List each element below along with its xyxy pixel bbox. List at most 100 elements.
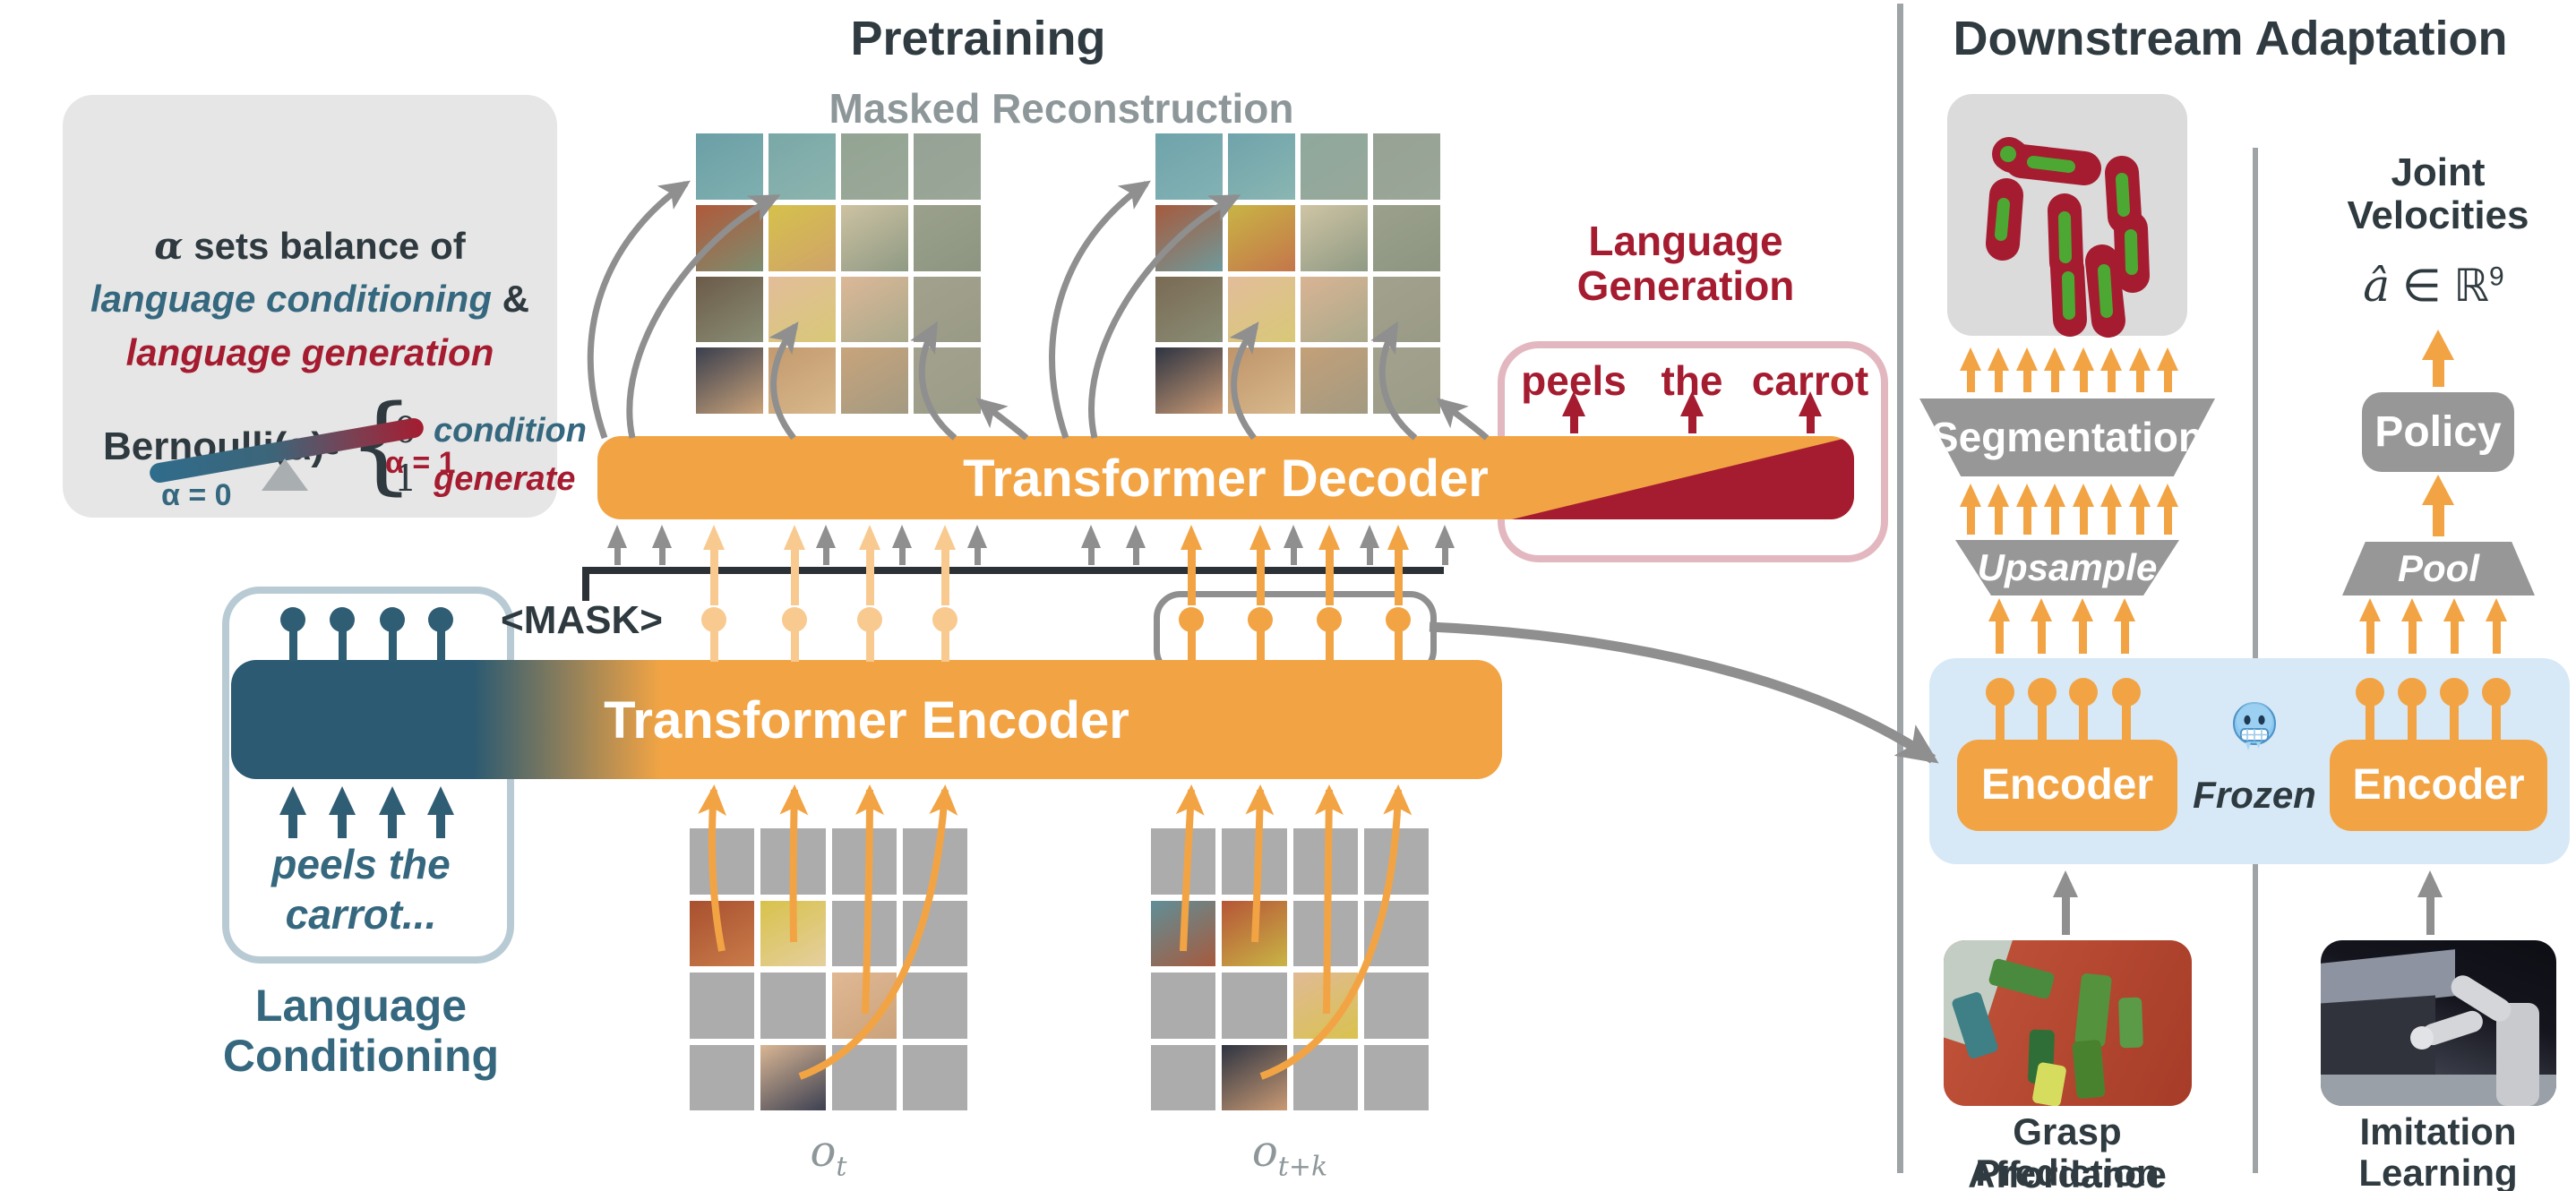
decoder-to-recon-arrow [1049, 180, 1151, 440]
language-generation-arrow-head [1680, 391, 1704, 416]
task-right-label-line1: Imitation [2359, 1110, 2517, 1152]
language-conditioning-arrow [279, 786, 306, 838]
patch-to-encoder-arrow [798, 784, 958, 1080]
decoder-input-arrow-pale-stem [865, 548, 874, 605]
decoder-input-arrow-gray-head [1126, 525, 1146, 548]
task-image-arrow-head [2053, 870, 2078, 897]
language-conditioning-arrow-stem [338, 813, 347, 838]
decoder-to-recon-arrow [769, 321, 799, 441]
upsample-head: Upsample [1955, 540, 2179, 596]
observation-t-label: ot [811, 1127, 847, 1183]
upsample-output-arrow-head [1960, 484, 1981, 507]
decoder-input-arrow-pale-stem [940, 548, 949, 605]
alpha-zero-label: α = 0 [161, 478, 232, 512]
decoder-input-arrow-gray-stem [1290, 546, 1297, 565]
upsample-output-arrow-head [2100, 484, 2122, 507]
segmentation-output-arrow-head [1988, 347, 2009, 371]
reconstructed-frame-tk-cell [1155, 347, 1223, 414]
upsample-output-arrow-head [2044, 484, 2065, 507]
segmentation-output-arrow [1988, 347, 2009, 392]
mask-token-label: <MASK> [501, 598, 663, 642]
reconstructed-frame-t-cell [841, 347, 908, 414]
decoder-input-arrow-gray [652, 525, 672, 565]
masked-patch-token-lollipop [932, 607, 957, 632]
action-hat: â [2363, 260, 2391, 312]
segmentation-output-arrow [2100, 347, 2122, 392]
element-of-symbol: ∈ [2390, 261, 2454, 311]
pool-to-policy-arrow-head [2422, 475, 2454, 505]
upsample-output-arrow [1988, 484, 2009, 535]
encoder-left-output-arrow-head [2072, 598, 2093, 621]
alpha-balance-line1: α sets balance of [63, 224, 557, 268]
masked-input-t-cell [902, 1044, 967, 1110]
robot-sim-image [2321, 940, 2556, 1106]
reals-symbol: ℝ [2453, 261, 2490, 311]
encoder-right-output-arrow [2486, 598, 2507, 654]
decoder-input-arrow-gray [892, 525, 912, 565]
segmentation-output-arrow-head [2073, 347, 2094, 371]
encoder-left-output-arrow-stem [2037, 620, 2046, 654]
encoder-left-output-arrow [2031, 598, 2052, 654]
segmentation-output-arrow-head [2129, 347, 2151, 371]
seg-blob-green [2027, 156, 2075, 173]
decoder-input-arrow-orange [1249, 525, 1271, 605]
segmentation-output-arrow [2044, 347, 2065, 392]
masked-input-tk-cell [1363, 1044, 1429, 1110]
segmentation-blobs [1986, 137, 2150, 338]
decoder-input-arrow-gray-stem [1087, 546, 1095, 565]
reconstructed-frame-tk [1155, 133, 1440, 414]
decoder-input-arrow-pale-head [703, 525, 725, 550]
upsample-output-arrow [2073, 484, 2094, 535]
decoder-input-arrow-gray [1360, 525, 1379, 565]
language-conditioning-label-line2: Conditioning [222, 1031, 500, 1081]
language-conditioning-arrow-stem [436, 813, 445, 838]
decoder-to-recon-arrow [626, 193, 781, 439]
patch-to-encoder-arrow [698, 784, 727, 952]
decoder-input-arrow-orange [1181, 525, 1202, 605]
encoder-right-output-arrow [2401, 598, 2423, 654]
conditioning-prompt-line1: peels the [271, 841, 451, 887]
decoder-input-arrow-orange-head [1249, 525, 1271, 550]
reconstructed-frame-tk-cell [1373, 133, 1440, 200]
encoder-right-output-arrow [2443, 598, 2465, 654]
action-space-math: â ∈ ℝ9 [2363, 260, 2503, 312]
encoder-left-token-lollipop [2028, 678, 2057, 707]
encoder-left-token-lollipop-stem [2038, 692, 2047, 741]
upsample-output-arrow-stem [2163, 505, 2172, 535]
decoder-input-arrow-gray [1435, 525, 1455, 565]
task-image-arrow-stem [2426, 895, 2434, 935]
decoder-input-arrow-gray-head [1435, 525, 1455, 548]
encoder-right-token-lollipop [2398, 678, 2426, 707]
decoder-input-arrow-pale [859, 525, 880, 605]
decoder-input-arrow-gray-stem [898, 546, 906, 565]
masked-patch-token-lollipop-stem [865, 620, 874, 662]
encoder-left-token-lollipop-stem [2079, 692, 2088, 741]
language-token-lollipop-stem [388, 620, 397, 662]
downstream-title: Downstream Adaptation [1953, 12, 2508, 65]
reconstructed-frame-tk-cell [1155, 276, 1223, 343]
task-image-arrow-stem [2061, 895, 2070, 935]
pool-label: Pool [2398, 547, 2479, 589]
masked-input-tk-cell [1222, 973, 1287, 1039]
reconstructed-frame-t-cell [841, 133, 908, 200]
seg-blob-green [2125, 229, 2138, 275]
decoder-to-recon-arrow [1436, 398, 1490, 441]
decoder-input-arrow-gray-head [892, 525, 912, 548]
upsample-output-arrow [2100, 484, 2122, 535]
encoder-right-output-arrow-head [2401, 598, 2423, 621]
segmentation-output-arrow-head [2100, 347, 2122, 371]
task-image-arrow [2417, 870, 2443, 935]
decoder-input-arrow-gray-head [1360, 525, 1379, 548]
language-token-lollipop [330, 607, 355, 632]
encoder-right-token-lollipop [2482, 678, 2511, 707]
encoder-left-token-lollipop-stem [2122, 692, 2131, 741]
masked-patch-token-lollipop-stem [940, 620, 949, 662]
encoder-left-output-arrow-head [1988, 598, 2010, 621]
encoder-left-token-lollipop [1986, 678, 2014, 707]
ampersand: & [491, 278, 529, 320]
reconstructed-frame-t-cell [696, 276, 763, 343]
encoder-left-output-arrow [2114, 598, 2135, 654]
patch-to-encoder-arrow [1259, 784, 1413, 1080]
masked-patch-token-lollipop [782, 607, 807, 632]
